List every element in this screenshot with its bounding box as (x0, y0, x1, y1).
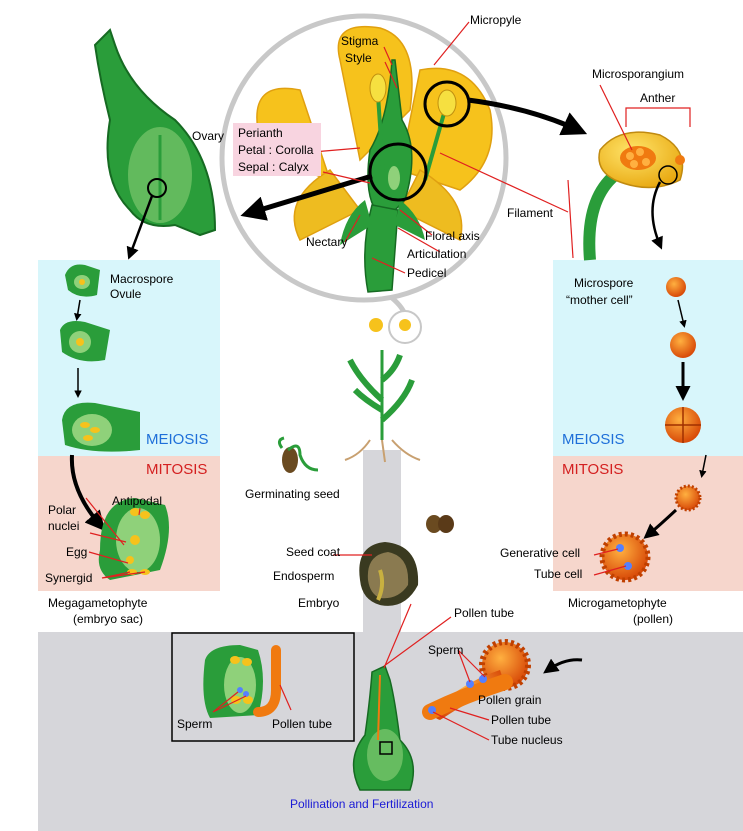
seed-icon (438, 515, 454, 533)
label-leader-lines (85, 21, 691, 741)
whole-plant-illustration (344, 310, 422, 463)
filament-label: Filament (507, 206, 554, 220)
microsporangium-label: Microsporangium (592, 67, 684, 81)
seed-coat-label: Seed coat (286, 545, 341, 559)
embryo-sac-label: (embryo sac) (73, 612, 143, 626)
sepal-label: Sepal : Calyx (238, 160, 309, 174)
sperm-inset-label: Sperm (177, 717, 212, 731)
germinating-seed-illustration (277, 436, 319, 473)
tube-nucleus-label: Tube nucleus (491, 733, 563, 747)
microgametophyte-label: Microgametophyte (568, 596, 667, 610)
tube-cell-label: Tube cell (534, 567, 582, 581)
pollen-grain-label: Pollen grain (478, 693, 541, 707)
ovary-illustration (93, 28, 217, 260)
seed-cross-section (359, 542, 419, 606)
generative-cell-label: Generative cell (500, 546, 580, 560)
microspore-label: Microspore (574, 276, 634, 290)
pistil-fertilization (352, 664, 415, 791)
female-mitosis-label: MITOSIS (146, 461, 207, 478)
female-meiosis-label: MEIOSIS (146, 431, 209, 448)
pollen-label: (pollen) (633, 612, 673, 626)
stigma-label: Stigma (341, 34, 379, 48)
seed-icon (426, 515, 442, 533)
pollen-tube-top-label: Pollen tube (454, 606, 514, 620)
articulation-label: Articulation (407, 247, 466, 261)
micropyle-label: Micropyle (470, 13, 522, 27)
nuclei-label: nuclei (48, 519, 79, 533)
mother-cell-label: “mother cell” (566, 293, 633, 307)
floral-axis-label: Floral axis (425, 229, 480, 243)
polar-label: Polar (48, 503, 76, 517)
arrow-to-ovary (240, 173, 373, 221)
embryo-label: Embryo (298, 596, 340, 610)
male-pollen-stages (599, 277, 707, 583)
pollen-tube-right-label: Pollen tube (491, 713, 551, 727)
pedicel-label: Pedicel (407, 266, 446, 280)
macrospore-label: Macrospore (110, 272, 174, 286)
petal-label: Petal : Corolla (238, 143, 314, 157)
pollen-grain-germinating (422, 639, 583, 720)
arrow-to-anther (467, 97, 588, 136)
antipodal-label: Antipodal (112, 494, 162, 508)
sperm-right-label: Sperm (428, 643, 463, 657)
fertilization-inset (171, 632, 355, 742)
endosperm-label: Endosperm (273, 569, 334, 583)
nectary-label: Nectary (306, 235, 347, 249)
pollination-fertilization-title: Pollination and Fertilization (290, 797, 433, 811)
male-mitosis-label: MITOSIS (562, 461, 623, 478)
perianth-box (233, 123, 321, 176)
synergid-label: Synergid (45, 571, 92, 585)
egg-label: Egg (66, 545, 87, 559)
perianth-label: Perianth (238, 126, 283, 140)
anther-illustration (583, 131, 685, 261)
megagametophyte-label: Megagametophyte (48, 596, 148, 610)
pollen-tube-inset-label: Pollen tube (272, 717, 332, 731)
style-label: Style (345, 51, 372, 65)
ovule-label: Ovule (110, 287, 142, 301)
anther-label: Anther (640, 91, 675, 105)
male-meiosis-panel (553, 260, 743, 456)
ovary-label: Ovary (192, 129, 224, 143)
germinating-seed-label: Germinating seed (245, 487, 340, 501)
male-meiosis-label: MEIOSIS (562, 431, 625, 448)
